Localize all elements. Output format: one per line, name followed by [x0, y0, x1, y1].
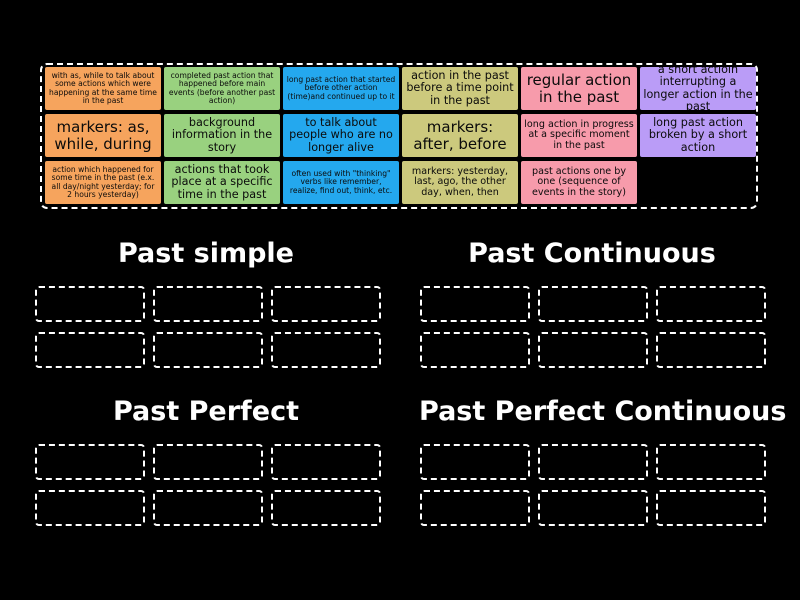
drop-zone-past-continuous: [420, 286, 766, 368]
answer-card[interactable]: past actions one by one (sequence of eve…: [521, 161, 637, 204]
answer-card[interactable]: with as, while to talk about some action…: [45, 67, 161, 110]
drop-slot[interactable]: [538, 286, 648, 322]
drop-slot[interactable]: [35, 286, 145, 322]
answer-card[interactable]: action which happened for some time in t…: [45, 161, 161, 204]
drop-slot[interactable]: [271, 444, 381, 480]
group-title-past-continuous: Past Continuous: [468, 238, 716, 269]
answer-card-text: long past action that started before oth…: [286, 75, 396, 101]
card-grid: with as, while to talk about some action…: [45, 67, 756, 204]
group-title-past-simple: Past simple: [117, 238, 294, 269]
answer-card-text: often used with "thinking" verbs like re…: [289, 169, 393, 195]
answer-card-text: to talk about people who are no longer a…: [289, 116, 393, 154]
answer-card[interactable]: long past action that started before oth…: [283, 67, 399, 110]
answer-card-text: background information in the story: [171, 116, 273, 154]
answer-card-text: long action in progress at a specific mo…: [524, 118, 634, 151]
answer-card[interactable]: background information in the story: [164, 114, 280, 157]
drop-slot[interactable]: [153, 286, 263, 322]
answer-card[interactable]: to talk about people who are no longer a…: [283, 114, 399, 157]
drop-zone-past-perfect-continuous: [420, 444, 766, 526]
drop-slot[interactable]: [656, 332, 766, 368]
answer-card[interactable]: markers: after, before: [402, 114, 518, 157]
drop-slot[interactable]: [538, 490, 648, 526]
answer-card-text: regular action in the past: [526, 71, 632, 106]
drop-slot[interactable]: [420, 332, 530, 368]
answer-card[interactable]: often used with "thinking" verbs like re…: [283, 161, 399, 204]
answer-card[interactable]: completed past action that happened befo…: [164, 67, 280, 110]
drop-slot[interactable]: [420, 444, 530, 480]
drop-zone-past-perfect: [35, 444, 381, 526]
answer-card-text: markers: as, while, during: [54, 118, 152, 153]
drop-slot[interactable]: [420, 286, 530, 322]
drop-slot[interactable]: [153, 332, 263, 368]
group-title-past-perfect-continuous: Past Perfect Continuous: [419, 396, 787, 427]
answer-card-text: completed past action that happened befo…: [168, 71, 276, 105]
answer-card-text: actions that took place at a specific ti…: [171, 163, 273, 201]
drop-slot[interactable]: [153, 490, 263, 526]
answer-card[interactable]: markers: as, while, during: [45, 114, 161, 157]
answer-card-text: a short actioin interrupting a longer ac…: [643, 67, 753, 110]
answer-card-text: action in the past before a time point i…: [406, 69, 514, 107]
answer-card[interactable]: regular action in the past: [521, 67, 637, 110]
answer-card-text: long past action broken by a short actio…: [648, 116, 748, 154]
drop-slot[interactable]: [35, 490, 145, 526]
answer-card-text: markers: yesterday, last, ago, the other…: [411, 165, 509, 198]
answer-card[interactable]: long action in progress at a specific mo…: [521, 114, 637, 157]
drop-slot[interactable]: [656, 490, 766, 526]
drop-slot[interactable]: [35, 444, 145, 480]
answer-card-text: past actions one by one (sequence of eve…: [531, 165, 627, 198]
drop-slot[interactable]: [153, 444, 263, 480]
answer-card[interactable]: a short actioin interrupting a longer ac…: [640, 67, 756, 110]
drop-slot[interactable]: [420, 490, 530, 526]
answer-card-text: with as, while to talk about some action…: [49, 71, 157, 105]
drop-slot[interactable]: [271, 332, 381, 368]
drop-zone-past-simple: [35, 286, 381, 368]
drop-slot[interactable]: [35, 332, 145, 368]
card-tray: [40, 63, 758, 209]
drop-slot[interactable]: [538, 444, 648, 480]
answer-card-text: action which happened for some time in t…: [51, 165, 155, 199]
answer-card[interactable]: markers: yesterday, last, ago, the other…: [402, 161, 518, 204]
drop-slot[interactable]: [538, 332, 648, 368]
answer-card[interactable]: actions that took place at a specific ti…: [164, 161, 280, 204]
answer-card[interactable]: action in the past before a time point i…: [402, 67, 518, 110]
drop-slot[interactable]: [271, 286, 381, 322]
drop-slot[interactable]: [656, 444, 766, 480]
answer-card-text: markers: after, before: [413, 118, 507, 153]
drop-slot[interactable]: [271, 490, 381, 526]
answer-card[interactable]: long past action broken by a short actio…: [640, 114, 756, 157]
drop-slot[interactable]: [656, 286, 766, 322]
group-title-past-perfect: Past Perfect: [112, 396, 300, 427]
